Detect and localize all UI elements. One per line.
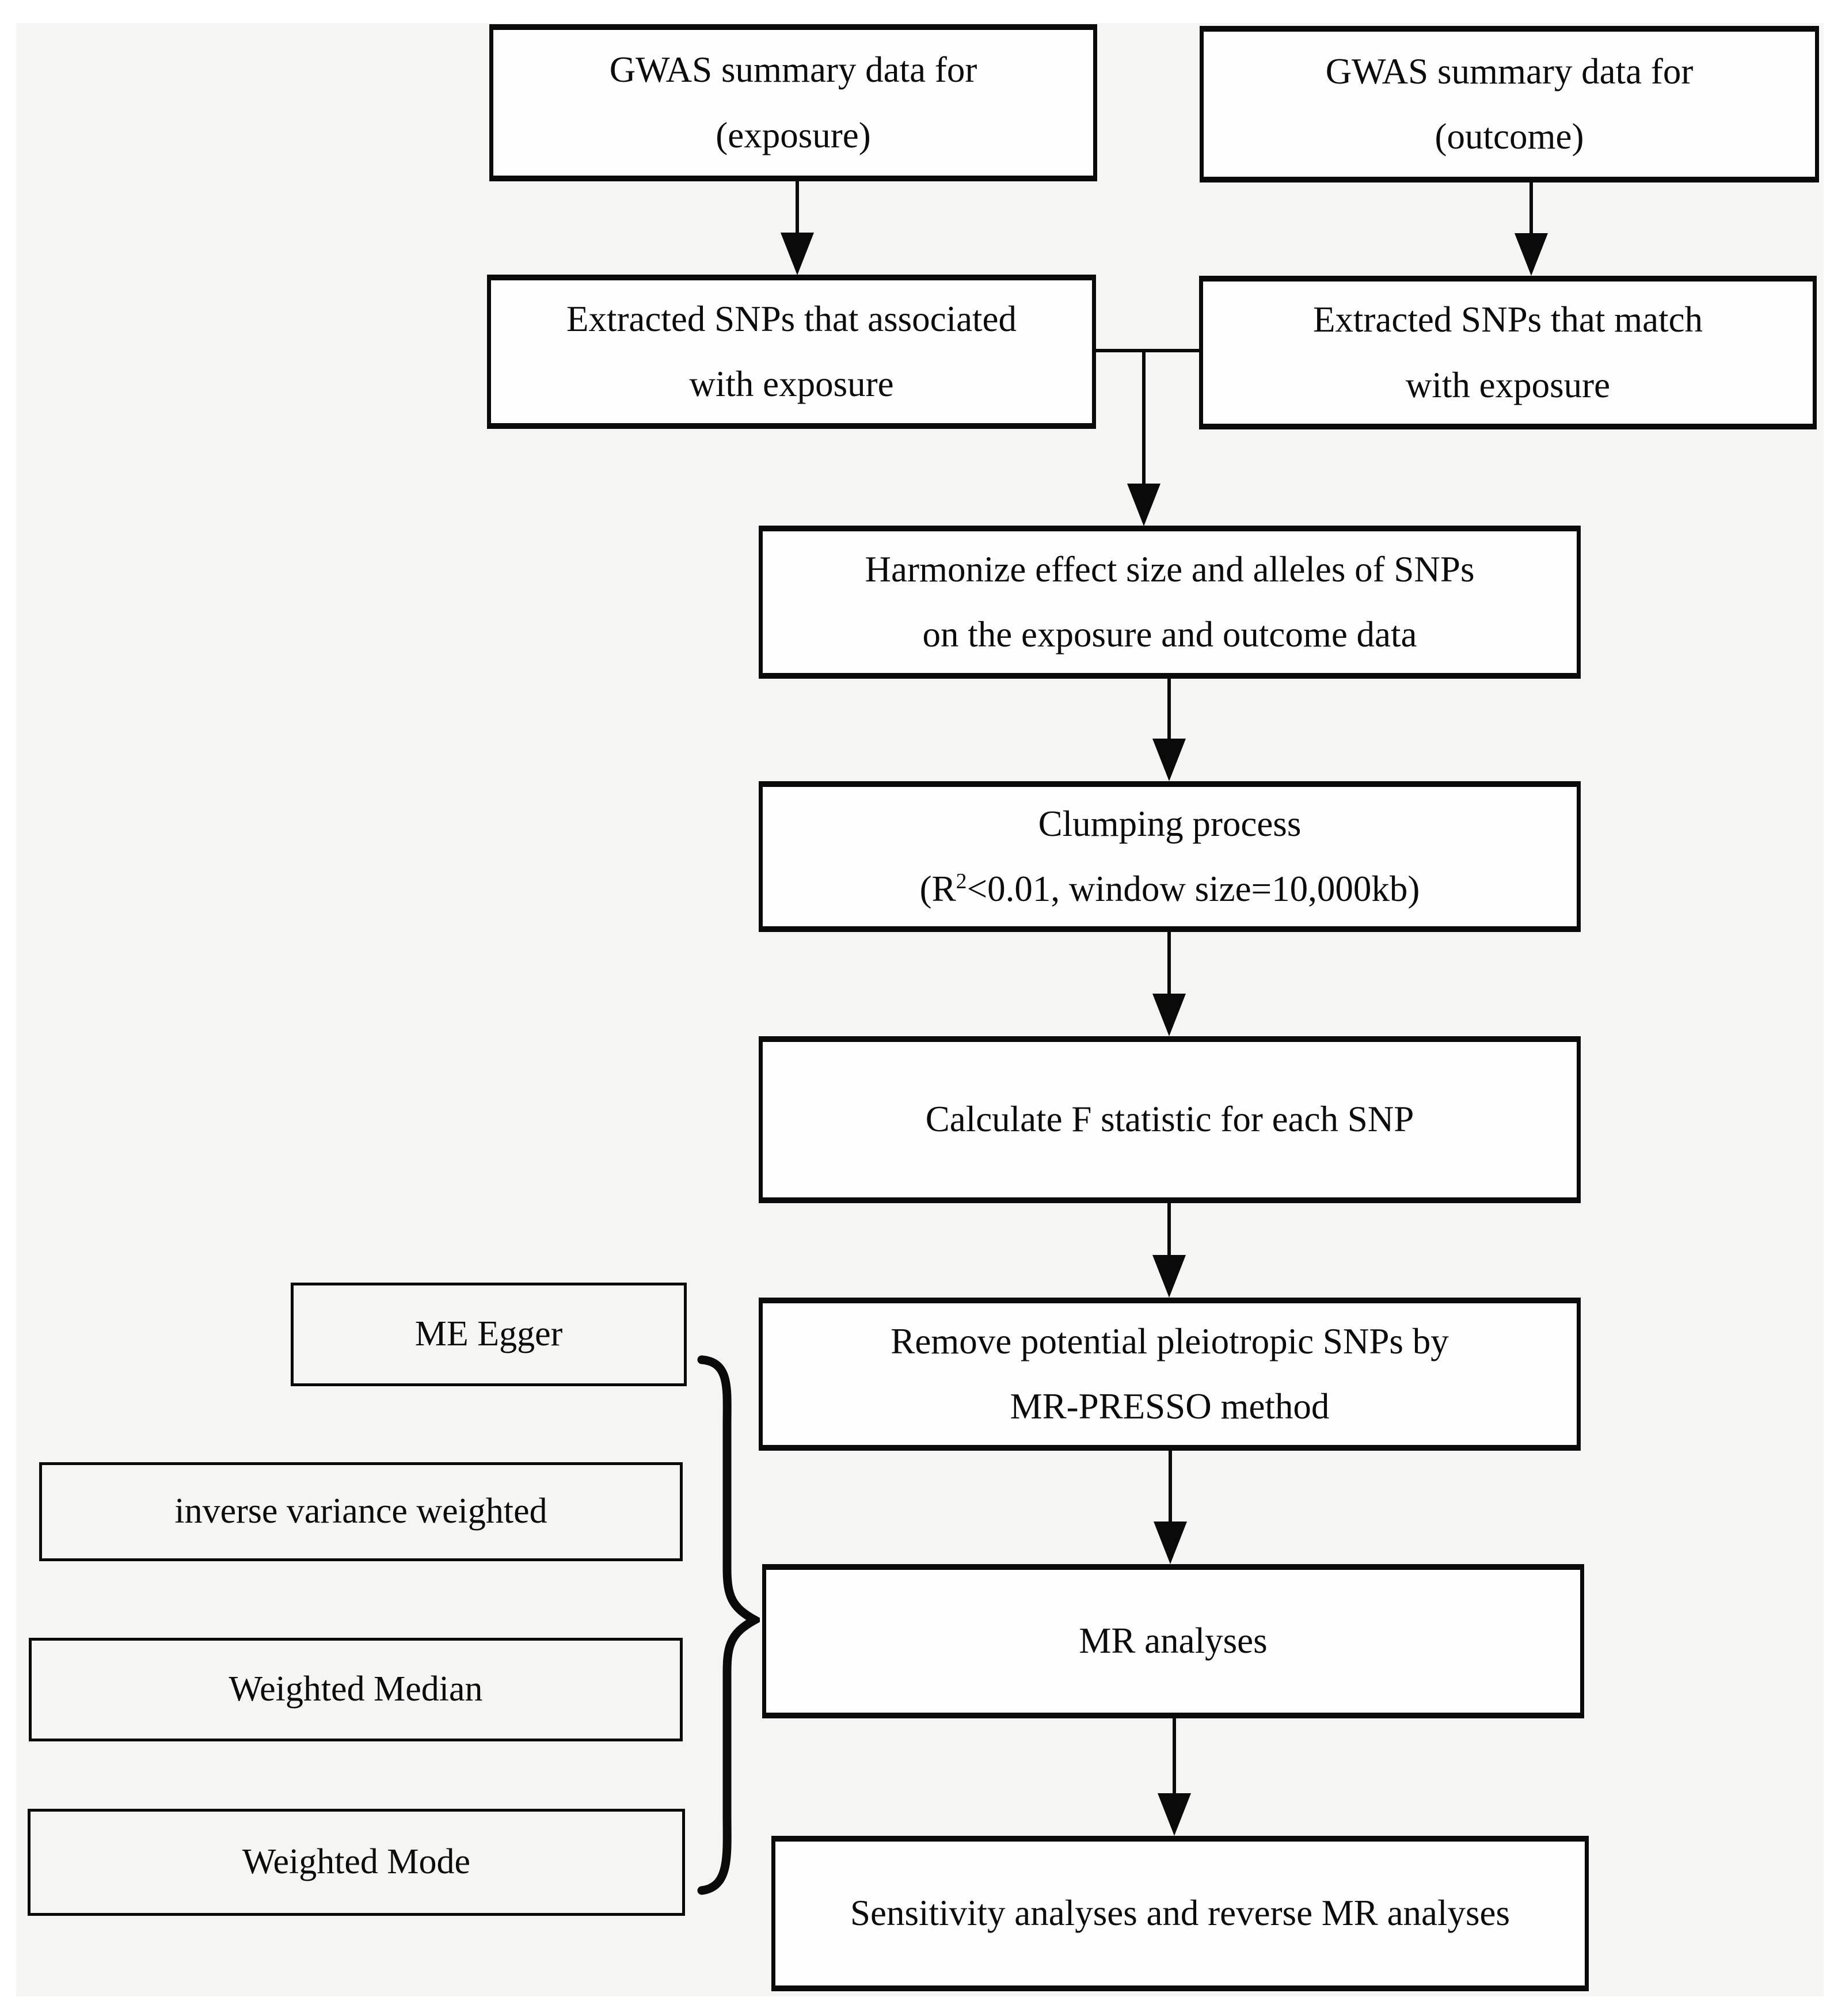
connector-line bbox=[1529, 182, 1533, 234]
box-label: Sensitivity analyses and reverse MR anal… bbox=[850, 1893, 1510, 1934]
connector-line bbox=[1167, 932, 1171, 995]
box-label: on the exposure and outcome data bbox=[922, 614, 1417, 655]
connector-line bbox=[1173, 1718, 1176, 1794]
box-label: Extracted SNPs that associated bbox=[566, 298, 1017, 339]
box-label: Clumping process bbox=[1038, 803, 1302, 844]
connector-line bbox=[1169, 1451, 1172, 1523]
box-label: (R2<0.01, window size=10,000kb) bbox=[919, 869, 1420, 909]
arrow-down-icon bbox=[1152, 739, 1186, 781]
connector-line bbox=[1142, 349, 1146, 485]
box-label: with exposure bbox=[1405, 364, 1611, 405]
arrow-down-icon bbox=[1152, 994, 1186, 1036]
arrow-down-icon bbox=[1152, 1255, 1186, 1298]
box-label: Weighted Mode bbox=[242, 1842, 471, 1882]
box-gwas-outcome: GWAS summary data for (outcome) bbox=[1200, 26, 1819, 182]
box-harmonize: Harmonize effect size and alleles of SNP… bbox=[759, 526, 1581, 679]
connector-line bbox=[1167, 679, 1171, 740]
box-mr-analyses: MR analyses bbox=[762, 1564, 1584, 1718]
box-label: MR-PRESSO method bbox=[1010, 1386, 1330, 1427]
box-inverse-variance-weighted: inverse variance weighted bbox=[39, 1462, 683, 1561]
box-label: ME Egger bbox=[414, 1314, 563, 1354]
connector-line bbox=[796, 181, 799, 234]
box-label: Harmonize effect size and alleles of SNP… bbox=[865, 549, 1475, 589]
box-extracted-exposure: Extracted SNPs that associated with expo… bbox=[487, 275, 1096, 429]
box-label: Remove potential pleiotropic SNPs by bbox=[891, 1321, 1449, 1361]
arrow-down-icon bbox=[1515, 233, 1548, 276]
box-label: with exposure bbox=[689, 364, 894, 404]
box-label: Extracted SNPs that match bbox=[1312, 299, 1703, 340]
box-weighted-mode: Weighted Mode bbox=[28, 1809, 685, 1916]
box-label: MR analyses bbox=[1079, 1621, 1268, 1661]
box-gwas-exposure: GWAS summary data for (exposure) bbox=[489, 24, 1097, 181]
box-sensitivity: Sensitivity analyses and reverse MR anal… bbox=[771, 1836, 1589, 1991]
box-label: (outcome) bbox=[1435, 116, 1584, 157]
box-extracted-outcome: Extracted SNPs that match with exposure bbox=[1199, 276, 1817, 429]
box-label: (exposure) bbox=[716, 115, 871, 155]
box-f-statistic: Calculate F statistic for each SNP bbox=[759, 1036, 1581, 1203]
arrow-down-icon bbox=[1127, 484, 1160, 526]
box-label: inverse variance weighted bbox=[174, 1492, 547, 1531]
arrow-down-icon bbox=[1154, 1521, 1187, 1564]
box-label: GWAS summary data for bbox=[609, 50, 977, 90]
connector-line bbox=[1167, 1203, 1171, 1256]
box-clumping: Clumping process (R2<0.01, window size=1… bbox=[759, 781, 1581, 932]
box-me-egger: ME Egger bbox=[291, 1283, 687, 1386]
box-label: Weighted Median bbox=[229, 1669, 483, 1709]
box-weighted-median: Weighted Median bbox=[29, 1638, 683, 1741]
connector-line bbox=[1095, 349, 1200, 352]
arrow-down-icon bbox=[1158, 1793, 1191, 1836]
curly-brace-icon bbox=[697, 1355, 760, 1895]
box-mr-presso: Remove potential pleiotropic SNPs by MR-… bbox=[759, 1298, 1581, 1451]
box-label: Calculate F statistic for each SNP bbox=[925, 1099, 1414, 1140]
arrow-down-icon bbox=[781, 233, 814, 275]
box-label: GWAS summary data for bbox=[1325, 51, 1694, 92]
